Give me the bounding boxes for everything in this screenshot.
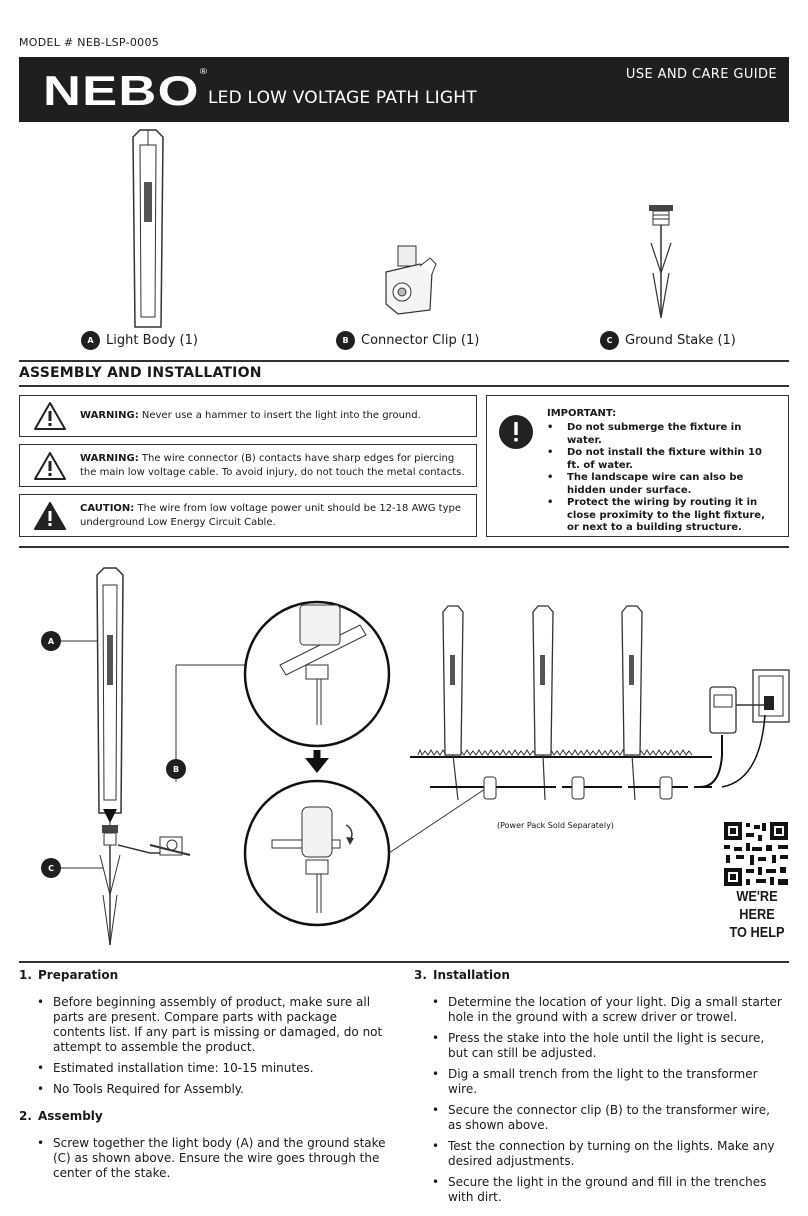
list-item: Test the connection by turning on the li… (414, 1139, 786, 1169)
part-label-a: A Light Body (1) (81, 331, 198, 350)
diagram-label-c: C (41, 858, 61, 878)
divider (19, 961, 789, 963)
list-item: Before beginning assembly of product, ma… (19, 995, 391, 1055)
part-name-b: Connector Clip (1) (361, 333, 480, 348)
caution-box: CAUTION: The wire from low voltage power… (19, 494, 477, 537)
section-title: ASSEMBLY AND INSTALLATION (19, 365, 262, 381)
important-icon (499, 415, 533, 449)
help-line-2: TO HELP (729, 924, 785, 941)
important-title: IMPORTANT: (547, 408, 617, 419)
warning-triangle-icon (20, 451, 80, 481)
help-line-1: WE'RE HERE (736, 888, 778, 923)
header-banner: NEBO® LED LOW VOLTAGE PATH LIGHT USE AND… (19, 57, 789, 122)
ground-stake-illustration (649, 205, 673, 319)
warning-text: Never use a hammer to insert the light i… (141, 410, 421, 421)
part-label-c: C Ground Stake (1) (600, 331, 736, 350)
part-name-c: Ground Stake (1) (625, 333, 736, 348)
list-item: Dig a small trench from the light to the… (414, 1067, 786, 1097)
step-title-assembly: 2.Assembly (19, 1109, 103, 1123)
list-item: Secure the connector clip (B) to the tra… (414, 1103, 786, 1133)
part-badge-b: B (336, 331, 355, 350)
list-item: Do not install the fixture within 10 ft.… (547, 447, 777, 472)
warning-prefix: WARNING: (80, 452, 139, 464)
model-number: MODEL # NEB-LSP-0005 (19, 36, 160, 49)
step-title-installation: 3.Installation (414, 968, 510, 982)
preparation-list: Before beginning assembly of product, ma… (19, 995, 391, 1097)
warning-box-2: WARNING: The wire connector (B) contacts… (19, 444, 477, 487)
divider (19, 546, 789, 548)
help-text: WE'RE HERE TO HELP (727, 888, 787, 942)
connector-clip-illustration (385, 245, 437, 315)
product-title: LED LOW VOLTAGE PATH LIGHT (208, 88, 477, 108)
list-item: No Tools Required for Assembly. (19, 1082, 391, 1097)
list-item: Press the stake into the hole until the … (414, 1031, 786, 1061)
nebo-logo: NEBO® (43, 67, 209, 114)
list-item: Do not submerge the fixture in water. (547, 422, 777, 447)
warning-triangle-icon (20, 401, 80, 431)
list-item: The landscape wire can also be hidden un… (547, 472, 777, 497)
qr-code (724, 822, 788, 886)
caution-text: The wire from low voltage power unit sho… (80, 502, 462, 528)
list-item: Estimated installation time: 10-15 minut… (19, 1061, 391, 1076)
divider (19, 385, 789, 387)
list-item: Protect the wiring by routing it in clos… (547, 497, 777, 535)
guide-title: USE AND CARE GUIDE (625, 67, 777, 82)
steps-left-column: 1.Preparation Before beginning assembly … (19, 968, 391, 1193)
important-box: IMPORTANT: Do not submerge the fixture i… (486, 395, 789, 537)
list-item: Screw together the light body (A) and th… (19, 1136, 391, 1181)
list-item: Determine the location of your light. Di… (414, 995, 786, 1025)
part-badge-a: A (81, 331, 100, 350)
power-pack-note: (Power Pack Sold Separately) (497, 821, 614, 830)
warning-text: The wire connector (B) contacts have sha… (80, 452, 465, 478)
divider (19, 360, 789, 362)
diagram-label-b: B (166, 759, 186, 779)
part-name-a: Light Body (1) (106, 333, 198, 348)
assembly-list: Screw together the light body (A) and th… (19, 1136, 391, 1181)
list-item: Secure the light in the ground and fill … (414, 1175, 786, 1205)
assembly-diagram (60, 567, 790, 946)
steps-right-column: 3.Installation Determine the location of… (414, 968, 786, 1216)
warning-box-1: WARNING: Never use a hammer to insert th… (19, 395, 477, 437)
caution-triangle-icon (20, 501, 80, 531)
part-label-b: B Connector Clip (1) (336, 331, 479, 350)
diagram-label-a: A (41, 631, 61, 651)
caution-prefix: CAUTION: (80, 502, 135, 514)
important-list: Do not submerge the fixture in water. Do… (547, 422, 777, 535)
installation-list: Determine the location of your light. Di… (414, 995, 786, 1205)
warning-prefix: WARNING: (80, 410, 139, 421)
part-badge-c: C (600, 331, 619, 350)
light-body-illustration (132, 129, 164, 328)
step-title-preparation: 1.Preparation (19, 968, 119, 982)
